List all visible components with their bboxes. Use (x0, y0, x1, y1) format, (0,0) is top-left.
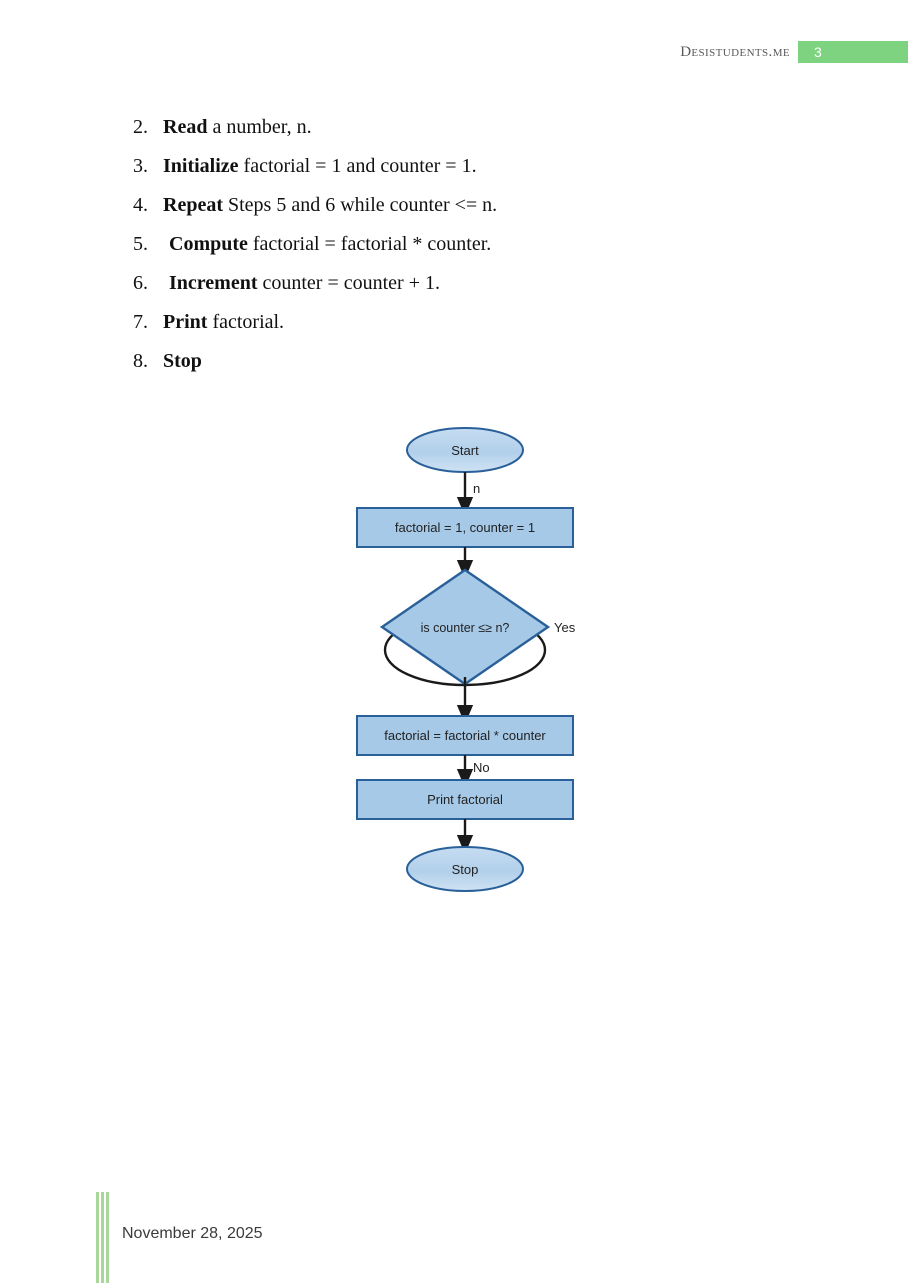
flow-node-compute-label: factorial = factorial * counter (384, 728, 546, 743)
step-number: 8. (133, 350, 148, 372)
list-item: 2. Read a number, n. (133, 108, 793, 147)
list-item: 7. Print factorial. (133, 303, 793, 342)
step-keyword: Compute (169, 233, 248, 255)
edge-label-n: n (473, 481, 480, 496)
list-item: 6. Increment counter = counter + 1. (133, 264, 793, 303)
flow-node-stop-label: Stop (452, 862, 479, 877)
flow-node-compute-shape (356, 715, 574, 756)
step-keyword: Stop (163, 350, 202, 372)
step-text: factorial = factorial * counter. (247, 233, 492, 255)
flow-node-print-shape (356, 779, 574, 820)
footer-accent-bar (96, 1192, 99, 1283)
flow-node-start-label: Start (451, 443, 479, 458)
step-keyword: Initialize (163, 155, 239, 177)
flow-node-print-label: Print factorial (427, 792, 503, 807)
list-item: 3. Initialize factorial = 1 and counter =… (133, 147, 793, 186)
edge-label-no: No (473, 760, 490, 775)
step-number: 3. (133, 155, 148, 177)
step-keyword: Print (163, 311, 208, 333)
step-keyword: Read (163, 116, 208, 138)
page-number-label: 3 (814, 44, 822, 60)
page-number-badge: 3 (798, 41, 908, 63)
header-site-name: Desistudents.me (680, 44, 790, 60)
step-number: 5. (133, 233, 148, 255)
flow-node-init-shape (356, 507, 574, 548)
page-footer: November 28, 2025 (0, 1183, 908, 1283)
step-number: 7. (133, 311, 148, 333)
page-header: Desistudents.me 3 (0, 0, 908, 76)
list-item: 4. Repeat Steps 5 and 6 while counter <= … (133, 186, 793, 225)
step-text: a number, n. (207, 116, 312, 138)
step-number: 2. (133, 116, 148, 138)
step-number: 4. (133, 194, 148, 216)
step-text: Steps 5 and 6 while counter <= n. (222, 194, 498, 216)
step-number: 6. (133, 272, 148, 294)
footer-accent-bars (96, 1192, 110, 1283)
factorial-flowchart: Start n factorial = 1, counter = 1 is co… (330, 415, 620, 910)
footer-date: November 28, 2025 (122, 1225, 263, 1242)
edge-label-yes: Yes (554, 620, 576, 635)
flow-node-init-label: factorial = 1, counter = 1 (395, 520, 535, 535)
list-item: 8. Stop (133, 342, 793, 381)
step-text: factorial. (207, 311, 285, 333)
step-text: counter = counter + 1. (257, 272, 441, 294)
list-item: 5. Compute factorial = factorial * counte… (133, 225, 793, 264)
footer-accent-bar (101, 1192, 104, 1283)
algorithm-steps-list: 2. Read a number, n. 3. Initialize factori… (133, 108, 793, 381)
flow-node-decision-label: is counter ≤≥ n? (421, 621, 510, 635)
step-text: factorial = 1 and counter = 1. (238, 155, 477, 177)
flow-node-stop-shape (406, 846, 524, 892)
step-keyword: Increment (169, 272, 258, 294)
footer-accent-bar (106, 1192, 109, 1283)
step-keyword: Repeat (163, 194, 223, 216)
